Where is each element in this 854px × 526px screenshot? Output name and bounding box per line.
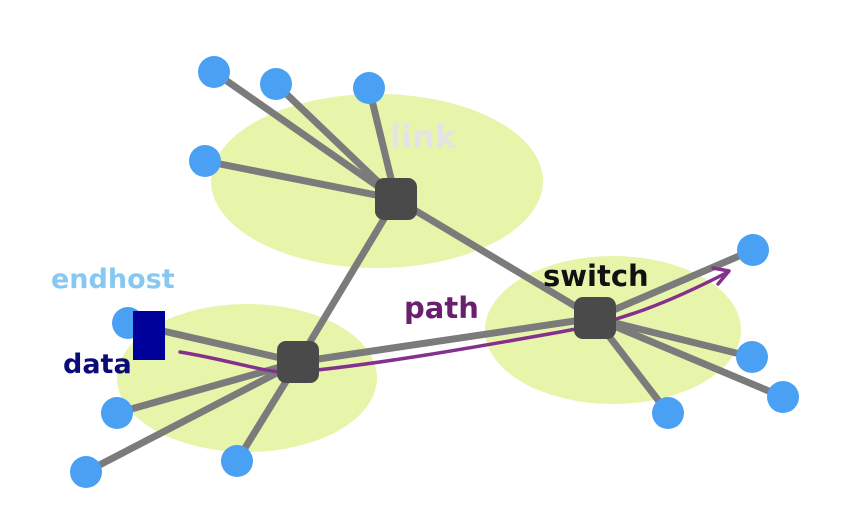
link-edge <box>591 246 757 322</box>
link-edge <box>210 68 400 203</box>
endhost-node <box>353 72 385 104</box>
endhost-node <box>70 456 102 488</box>
data-packet <box>133 311 165 360</box>
path-arrow <box>178 266 731 375</box>
path-arrowhead <box>711 266 731 286</box>
link-edge <box>272 80 400 203</box>
link-edge <box>392 195 599 322</box>
path-label: path <box>404 291 479 325</box>
endhosts <box>70 56 799 488</box>
switch-node <box>277 341 319 383</box>
endhost-node <box>101 397 133 429</box>
endhost-node <box>767 381 799 413</box>
endhost-node <box>189 145 221 177</box>
link-edge <box>294 195 400 366</box>
switch-node <box>574 297 616 339</box>
data-label: data <box>63 349 132 380</box>
link-edge <box>82 358 302 476</box>
edges <box>82 68 787 476</box>
endhost-node <box>652 397 684 429</box>
switch-label: switch <box>543 259 649 293</box>
endhost-node <box>221 445 253 477</box>
link-edge <box>201 157 400 203</box>
endhost-node <box>198 56 230 88</box>
link-edge <box>294 314 599 366</box>
endhost-node <box>260 68 292 100</box>
endhost-label: endhost <box>51 264 175 295</box>
switches <box>277 178 616 383</box>
link-label: link <box>390 118 457 156</box>
path-line <box>178 270 730 375</box>
link-edge <box>591 314 787 401</box>
link-edge <box>591 314 756 361</box>
endhost-node <box>736 341 768 373</box>
endhost-node <box>737 234 769 266</box>
switch-node <box>375 178 417 220</box>
